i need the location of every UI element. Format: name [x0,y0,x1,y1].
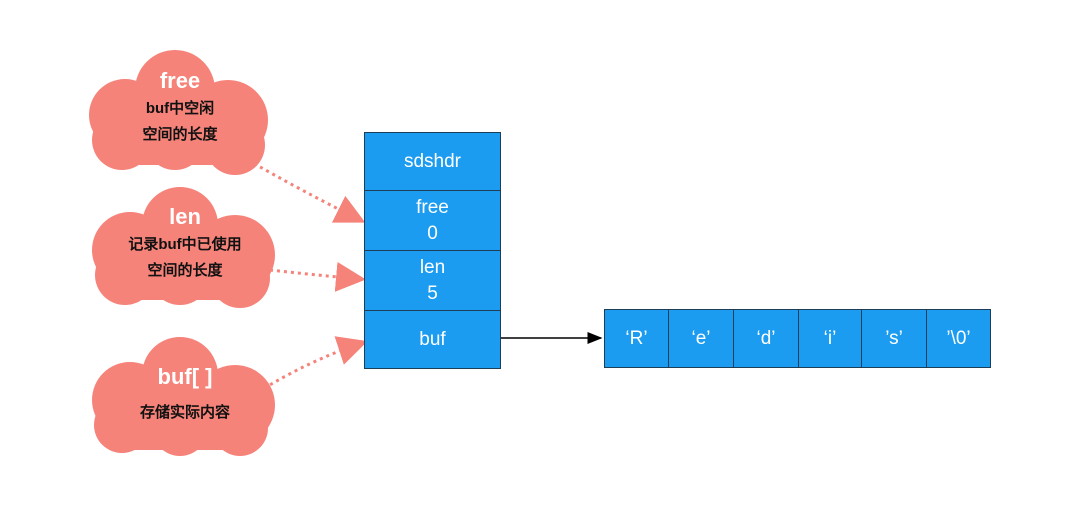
buffer-char-3: ‘i’ [823,327,837,349]
cloud-len [92,187,275,308]
cloud-free-desc-1: buf中空闲 [145,100,215,117]
buffer-char-2: ‘d’ [756,327,776,349]
sdshdr-free-name: free [416,196,449,218]
cloud-len-text: len 记录buf中已使用 空间的长度 [100,204,270,284]
sdshdr-len-value: 5 [427,282,438,304]
cloud-free-title: free [159,68,201,93]
sdshdr-free-cell: free 0 [364,190,501,251]
sdshdr-header: sdshdr [403,150,462,172]
arrow-len [269,261,366,292]
buffer-char-4: ’s’ [885,327,903,349]
sdshdr-buf-cell: buf [364,310,501,369]
arrow-buf [257,336,368,394]
sdshdr-header-cell: sdshdr [364,132,501,191]
buffer-cell-5: ’\0’ [926,309,991,368]
buffer-cell-2: ‘d’ [733,309,799,368]
cloud-len-desc-2: 空间的长度 [147,262,223,279]
buffer-cell-3: ‘i’ [798,309,862,368]
sdshdr-free-value: 0 [427,222,438,244]
buffer-char-5: ’\0’ [946,327,971,349]
sdshdr-len-name: len [419,256,446,278]
arrow-free [247,158,366,223]
buffer-char-0: ‘R’ [625,327,648,349]
buffer-char-1: ‘e’ [691,327,711,349]
cloud-len-desc-1: 记录buf中已使用 [128,236,242,253]
cloud-len-title: len [169,204,201,229]
cloud-buf-desc-1: 存储实际内容 [139,404,230,421]
buffer-cell-1: ‘e’ [668,309,734,368]
sdshdr-len-cell: len 5 [364,250,501,311]
buffer-cell-0: ‘R’ [604,309,669,368]
cloud-buf [92,337,275,456]
cloud-buf-title: buf[ ] [157,364,213,389]
cloud-free-desc-2: 空间的长度 [142,126,218,143]
buffer-cell-4: ’s’ [861,309,927,368]
cloud-free-text: free buf中空闲 空间的长度 [110,68,250,148]
sdshdr-buf-name: buf [419,328,446,350]
cloud-buf-text: buf[ ] 存储实际内容 [105,364,265,426]
